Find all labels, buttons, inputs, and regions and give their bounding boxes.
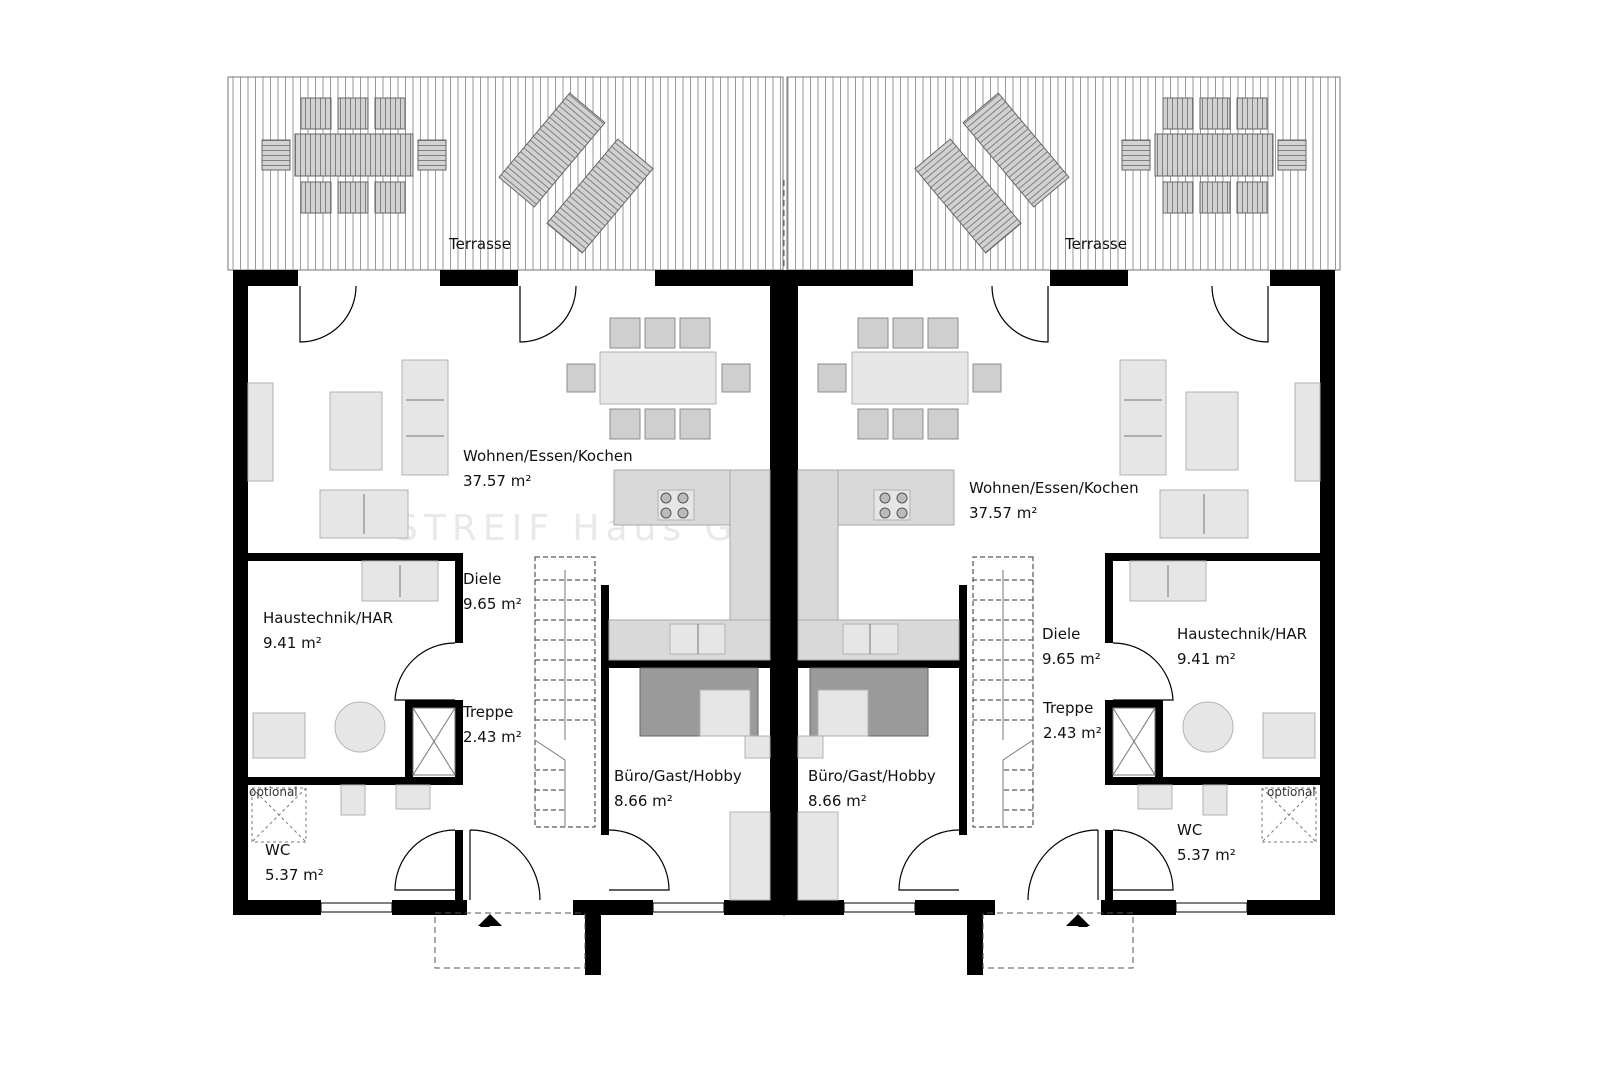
wc-area: 5.37 m² — [265, 866, 324, 884]
office-area: 8.66 m² — [614, 792, 673, 810]
optional-label: optional — [249, 785, 298, 799]
wc-name: WC — [1177, 821, 1202, 839]
stairs-area: 2.43 m² — [463, 728, 522, 746]
office-name: Büro/Gast/Hobby — [614, 767, 742, 785]
hall-area: 9.65 m² — [1042, 650, 1101, 668]
living-name: Wohnen/Essen/Kochen — [463, 447, 633, 465]
stairs-name: Treppe — [462, 703, 513, 721]
wc-name: WC — [265, 841, 290, 859]
unit-right — [782, 269, 1336, 976]
unit-right-labels: Wohnen/Essen/Kochen 37.57 m² Diele 9.65 … — [808, 479, 1316, 864]
hall-name: Diele — [463, 570, 501, 588]
tech-area: 9.41 m² — [1177, 650, 1236, 668]
living-area: 37.57 m² — [463, 472, 531, 490]
optional-label: optional — [1267, 785, 1316, 799]
tech-name: Haustechnik/HAR — [1177, 625, 1307, 643]
unit-left-labels: Wohnen/Essen/Kochen 37.57 m² Diele 9.65 … — [249, 447, 742, 884]
office-area: 8.66 m² — [808, 792, 867, 810]
wc-area: 5.37 m² — [1177, 846, 1236, 864]
terrace-label-left: Terrasse — [448, 235, 511, 253]
stairs-name: Treppe — [1042, 699, 1093, 717]
living-area: 37.57 m² — [969, 504, 1037, 522]
living-name: Wohnen/Essen/Kochen — [969, 479, 1139, 497]
terrace-label-right: Terrasse — [1064, 235, 1127, 253]
tech-name: Haustechnik/HAR — [263, 609, 393, 627]
office-name: Büro/Gast/Hobby — [808, 767, 936, 785]
stairs-area: 2.43 m² — [1043, 724, 1102, 742]
hall-name: Diele — [1042, 625, 1080, 643]
tech-area: 9.41 m² — [263, 634, 322, 652]
hall-area: 9.65 m² — [463, 595, 522, 613]
